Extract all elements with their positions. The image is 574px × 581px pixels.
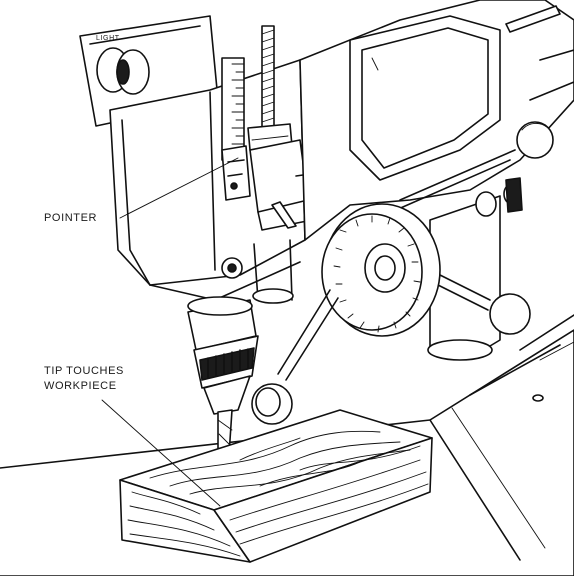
svg-text:LIGHT: LIGHT (96, 35, 120, 42)
feed-handwheel (251, 121, 554, 425)
callout-labels: POINTER TIP TOUCHES WORKPIECE (44, 212, 124, 392)
tip-leader-line (101, 399, 221, 507)
wood-workpiece (119, 409, 433, 563)
pointer-label: POINTER (44, 212, 97, 224)
drill-chuck (187, 296, 259, 415)
drill-head-housing: LIGHT (79, 15, 333, 304)
callout-leaders (101, 157, 239, 507)
tip-label-line-1: TIP TOUCHES (44, 365, 124, 377)
tip-label-line-2: WORKPIECE (44, 380, 117, 392)
pointer-leader-line (119, 157, 239, 219)
